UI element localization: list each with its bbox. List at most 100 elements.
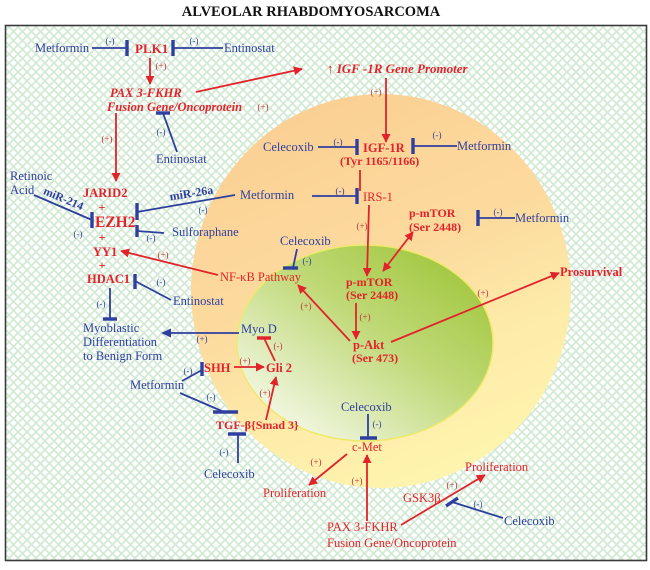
node-myoblastic-line2: Differentiation	[83, 335, 158, 349]
inhibition-line-metformin-shh	[181, 369, 203, 382]
arrow-tgfb-to-gli2	[265, 376, 279, 421]
complex-plus: +	[99, 258, 106, 272]
node-irs1: IRS-1	[363, 190, 393, 204]
node-gsk3b: GSK3β	[403, 491, 441, 505]
drug-entinostat: Entinostat	[224, 41, 275, 55]
drug-entinostat: Entinostat	[156, 152, 207, 166]
inhibition-line-metformin-ezh2	[136, 194, 236, 213]
complex-plus: +	[99, 200, 106, 214]
drug-metformin: Metformin	[457, 139, 512, 153]
inhibition-line-entinostat-hdac1	[134, 280, 172, 301]
sign-inhibition: (-)	[474, 499, 483, 509]
sign-activation: (+)	[477, 288, 488, 298]
complex-plus: +	[99, 230, 106, 244]
node-pax3-fkhr-bottom-line2: Fusion Gene/Oncoprotein	[327, 536, 457, 550]
node-pmtor-outer-line2: (Ser 2448)	[409, 220, 461, 234]
sign-inhibition: (-)	[184, 366, 193, 376]
node-pax3-fkhr-top-line2: Fusion Gene/Oncoprotein	[106, 100, 242, 114]
drug-celecoxib: Celecoxib	[504, 514, 555, 528]
drug-metformin: Metformin	[515, 211, 570, 225]
drug-retinoic-acid-line2: Acid	[10, 183, 35, 197]
arrow-pax3-fkhr-to-proliferation	[400, 474, 486, 526]
inhibition-line-retinoic-acid-ezh2	[33, 194, 93, 221]
sign-inhibition: (-)	[336, 186, 345, 196]
sign-inhibition: (-)	[334, 137, 343, 147]
sign-inhibition: (-)	[433, 130, 442, 140]
node-myoblastic-line1: Myoblastic	[83, 321, 140, 335]
inhibition-line-celecoxib-nfkb	[292, 248, 298, 269]
sign-inhibition: (-)	[220, 447, 229, 457]
sign-inhibition: (-)	[157, 127, 166, 137]
sign-inhibition: (-)	[147, 233, 156, 243]
sign-inhibition: (-)	[74, 229, 83, 239]
drug-celecoxib: Celecoxib	[263, 140, 314, 154]
node-pmtor-inner-line2: (Ser 2448)	[346, 288, 398, 302]
arrowhead-blue	[161, 328, 171, 338]
sign-activation: (+)	[359, 312, 370, 322]
sign-activation: (+)	[370, 87, 381, 97]
node-shh: SHH	[204, 361, 231, 375]
node-proliferation-right: Proliferation	[465, 460, 529, 474]
diagram-title: ALVEOLAR RHABDOMYOSARCOMA	[182, 4, 441, 20]
sign-activation: (+)	[310, 457, 321, 467]
sign-activation: (+)	[259, 388, 270, 398]
sign-activation: (+)	[257, 102, 268, 112]
drug-metformin: Metformin	[130, 378, 185, 392]
inhibition-line-celecoxib-gsk3b	[451, 501, 504, 519]
drug-sulforaphane: Sulforaphane	[172, 225, 239, 239]
node-tgf-beta: TGF-β{Smad 3}	[216, 418, 299, 432]
inhibition-line-metformin-tgfb	[179, 392, 225, 413]
sign-inhibition: (-)	[494, 207, 503, 217]
drug-entinostat: Entinostat	[173, 294, 224, 308]
arrow-pakt-to-prosurvival	[390, 271, 560, 343]
arrow-cmet-to-proliferation	[308, 453, 348, 486]
sign-inhibition: (-)	[373, 419, 382, 429]
node-nfkb: NF-κB Pathway	[220, 270, 302, 284]
node-pakt-line2: (Ser 473)	[352, 351, 398, 365]
inner-zone-circle	[236, 244, 494, 442]
node-myoblastic-line3: to Benign Form	[83, 349, 162, 363]
node-jarid2: JARID2	[83, 186, 127, 200]
sign-inhibition: (-)	[303, 256, 312, 266]
node-proliferation-left: Proliferation	[263, 486, 327, 500]
sign-activation: (+)	[239, 356, 250, 366]
arrow-irs1-to-pmtor	[362, 204, 372, 277]
sign-activation: (+)	[101, 134, 112, 144]
node-plk1: PLK1	[135, 41, 168, 56]
sign-activation: (+)	[446, 480, 457, 490]
node-igf1r-gene-promoter: ↑ IGF -1R Gene Promoter	[327, 61, 469, 76]
sign-inhibition: (-)	[274, 341, 283, 351]
sign-inhibition: (-)	[207, 392, 216, 402]
inhibition-line-gli2-myod	[263, 337, 276, 362]
drug-retinoic-acid-line1: Retinoic	[10, 169, 53, 183]
node-yy1: YY1	[93, 245, 117, 259]
sign-inhibition: (-)	[97, 299, 106, 309]
sign-activation: (+)	[157, 250, 168, 260]
node-ezh2: EZH2	[95, 214, 136, 231]
arrow-nfkb-to-yy1	[120, 248, 219, 276]
arrow-pakt-to-nfkb	[297, 284, 351, 342]
drug-celecoxib: Celecoxib	[204, 467, 255, 481]
drug-metformin: Metformin	[35, 41, 90, 55]
node-pmtor-inner-line1: p-mTOR	[346, 275, 393, 289]
inhibition-line-sulforaphane-ezh2	[136, 230, 165, 234]
drug-celecoxib: Celecoxib	[341, 400, 392, 414]
mirna-mir-26a: miR-26a	[169, 183, 215, 204]
sign-inhibition: (-)	[190, 36, 199, 46]
drug-metformin: Metformin	[240, 188, 295, 202]
inhibition-line-entinostat-pax3-fkhr	[162, 112, 178, 153]
sign-activation: (+)	[356, 221, 367, 231]
node-c-met: c-Met	[352, 440, 382, 454]
node-myod: Myo D	[241, 322, 277, 336]
arrow-pax3-fkhr-to-igf1r-promoter	[195, 66, 303, 93]
sign-activation: (+)	[196, 334, 207, 344]
node-pmtor-outer-line1: p-mTOR	[409, 206, 456, 220]
node-pax3-fkhr-bottom-line1: PAX 3-FKHR	[327, 520, 398, 534]
drug-celecoxib: Celecoxib	[280, 234, 331, 248]
node-igf1r-line2: (Tyr 1165/1166)	[340, 154, 419, 168]
sign-activation: (+)	[351, 476, 362, 486]
sign-activation: (+)	[155, 61, 166, 71]
node-pax3-fkhr-top-line1: PAX 3-FKHR	[110, 86, 182, 100]
sign-inhibition: (-)	[199, 205, 208, 215]
